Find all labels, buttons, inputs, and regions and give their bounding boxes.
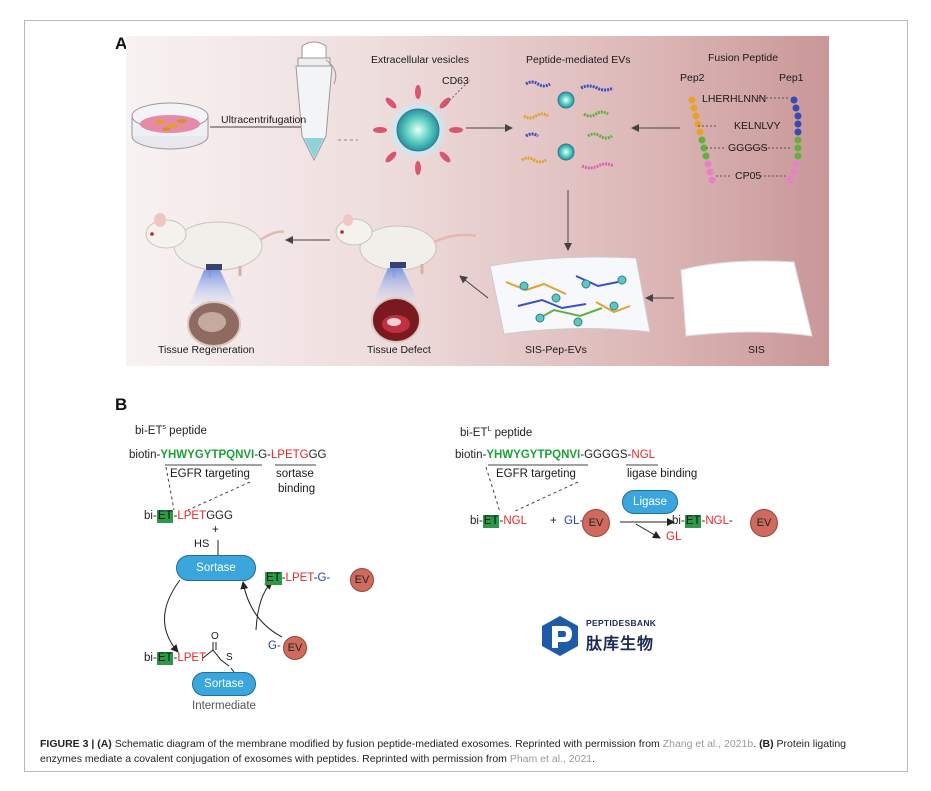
petri-dish-icon xyxy=(131,102,209,150)
figure-frame xyxy=(24,20,908,772)
ligase-enzyme: Ligase xyxy=(622,490,678,514)
extracellular-vesicle-icon xyxy=(373,85,463,175)
right-gl-reactant: GL- xyxy=(564,515,584,527)
right-peptide-sequence: biotin-YHWYGYTPQNVI-GGGGS-NGL xyxy=(455,449,656,461)
label-fusion-peptide: Fusion Peptide xyxy=(708,52,779,64)
sis-sheet-icon xyxy=(680,260,813,337)
centrifuge-tube-icon xyxy=(295,41,337,162)
product-et-lpet-g: ET-LPET-G- xyxy=(265,572,331,585)
label-seq-kelnlvy: KELNLVY xyxy=(734,120,781,132)
label-extracellular-vesicles: Extracellular vesicles xyxy=(371,54,470,66)
right-product: bi-ET-NGL- xyxy=(672,515,733,528)
label-ultracentrifugation: Ultracentrifugation xyxy=(221,114,307,126)
sortase-enzyme-intermediate: Sortase xyxy=(192,672,256,696)
sortase-enzyme-top: Sortase xyxy=(176,555,256,581)
rat-tissue-defect-icon xyxy=(335,214,477,343)
label-pep1: Pep1 xyxy=(779,72,804,84)
label-sis-pep-evs: SIS-Pep-EVs xyxy=(525,344,587,356)
logo-chinese-text: 肽库生物 xyxy=(586,636,655,653)
left-label-egfr-targeting: EGFR targeting xyxy=(170,468,250,480)
label-seq-cp05: CP05 xyxy=(735,170,762,182)
panel-a-illustration xyxy=(131,41,813,347)
g-ev-reactant: G- xyxy=(268,640,281,652)
left-hs: HS xyxy=(194,538,210,550)
caption-ref-zhang[interactable]: Zhang et al., 2021b xyxy=(662,738,754,750)
right-label-egfr-targeting: EGFR targeting xyxy=(496,468,576,480)
fusion-peptide-icon xyxy=(688,96,802,184)
label-cd63: CD63 xyxy=(442,75,469,87)
left-peptide-title: bi-ETs peptide xyxy=(135,424,207,437)
left-label-binding: binding xyxy=(278,483,316,495)
left-label-sortase: sortase xyxy=(276,468,314,480)
ev-product-right: EV xyxy=(750,509,778,537)
panel-a-letter: A xyxy=(115,34,128,53)
figure-caption: FIGURE 3 | (A) Schematic diagram of the … xyxy=(40,738,847,765)
ev-reactant-right: EV xyxy=(582,509,610,537)
right-peptide-title: bi-ETL peptide xyxy=(460,426,533,439)
left-substrate: bi-ET-LPETGGG xyxy=(144,510,233,523)
peptidesbank-logo-icon xyxy=(542,616,578,656)
gl-byproduct: GL xyxy=(666,531,682,543)
rat-tissue-regeneration-icon xyxy=(145,213,285,347)
label-intermediate: Intermediate xyxy=(192,700,256,712)
label-seq-lherhlnnn: LHERHLNNN xyxy=(702,93,767,105)
intermediate-o: O xyxy=(211,631,219,642)
label-tissue-defect: Tissue Defect xyxy=(367,344,431,356)
right-label-ligase-binding: ligase binding xyxy=(627,468,698,480)
logo-brand-text: PEPTIDESBANK xyxy=(586,618,657,628)
ev-reactant-left: EV xyxy=(283,636,307,660)
sis-pep-evs-icon xyxy=(489,256,651,335)
caption-ref-pham[interactable]: Pham et al., 2021 xyxy=(509,753,593,765)
intermediate-bi-et-lpet: bi-ET-LPET xyxy=(144,652,207,665)
peptide-mediated-evs-icon xyxy=(521,80,615,170)
panel-b-letter: B xyxy=(115,395,128,414)
label-pep2: Pep2 xyxy=(680,72,705,84)
ev-product-left: EV xyxy=(350,568,374,592)
intermediate-s: S xyxy=(226,652,233,663)
label-sis: SIS xyxy=(748,344,765,356)
left-plus: + xyxy=(212,524,219,536)
label-seq-ggggs: GGGGS xyxy=(728,142,768,154)
right-plus: + xyxy=(550,515,557,527)
left-peptide-sequence: biotin-YHWYGYTPQNVI-G-LPETGGG xyxy=(129,449,327,461)
right-substrate: bi-ET-NGL xyxy=(470,515,527,528)
label-peptide-mediated-evs: Peptide-mediated EVs xyxy=(526,54,631,66)
label-tissue-regeneration: Tissue Regeneration xyxy=(158,344,255,356)
